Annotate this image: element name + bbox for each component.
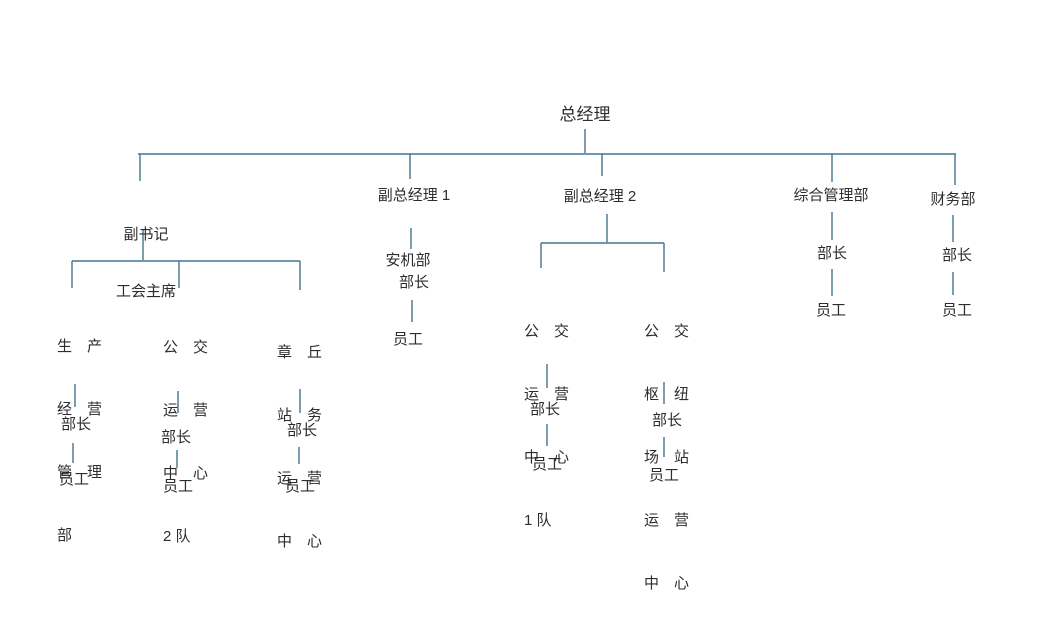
node-anji-dept-head: 部长 xyxy=(398,274,430,291)
dept-name-line: 运 营 xyxy=(277,470,323,487)
dept-name-line: 中 心 xyxy=(644,575,690,592)
node-bus-center-team1-staff: 员工 xyxy=(531,456,563,473)
dept-name-line: 公 交 xyxy=(644,323,690,340)
node-zhangqiu-station-center: 章 丘 站 务 运 营 中 心 xyxy=(277,300,322,594)
dept-name-line: 运 营 xyxy=(524,386,570,403)
dept-name-line: 中 心 xyxy=(524,449,570,466)
node-bus-hub-center-head: 部长 xyxy=(651,412,683,429)
node-bus-center-team1: 公 交 运 营 中 心 1 队 xyxy=(524,279,569,573)
dept-name-line: 2 队 xyxy=(163,528,191,545)
dept-name-line: 经 营 xyxy=(57,401,103,418)
node-anji-dept-staff: 员工 xyxy=(392,331,424,348)
node-deputy-gm-1: 副总经理 1 xyxy=(377,187,451,204)
node-bus-hub-center-staff: 员工 xyxy=(648,467,680,484)
node-bus-center-team2-head: 部长 xyxy=(160,429,192,446)
dept-name-line: 部 xyxy=(57,527,73,544)
dept-name-line: 管 理 xyxy=(57,464,103,481)
node-general-manager: 总经理 xyxy=(559,105,611,124)
node-finance-staff: 员工 xyxy=(941,302,973,319)
node-production-mgmt-staff: 员工 xyxy=(58,471,90,488)
node-general-admin-head: 部长 xyxy=(816,245,848,262)
node-general-admin-staff: 员工 xyxy=(815,302,847,319)
node-deputy-gm-2: 副总经理 2 xyxy=(563,188,637,205)
node-finance-head: 部长 xyxy=(941,247,973,264)
node-deputy-secretary-line1: 副书记 xyxy=(123,226,169,243)
node-zhangqiu-station-head: 部长 xyxy=(286,422,318,439)
dept-name-line: 运 营 xyxy=(644,512,690,529)
node-zhangqiu-station-staff: 员工 xyxy=(284,478,316,495)
dept-name-line: 运 营 xyxy=(163,402,209,419)
dept-name-line: 场 站 xyxy=(644,449,690,466)
dept-name-line: 生 产 xyxy=(57,338,103,355)
node-production-mgmt-dept: 生 产 经 营 管 理 部 xyxy=(57,294,102,588)
node-deputy-secretary-line2: 工会主席 xyxy=(115,283,177,300)
dept-name-line: 1 队 xyxy=(524,512,552,529)
node-bus-center-team1-head: 部长 xyxy=(529,401,561,418)
dept-name-line: 中 心 xyxy=(277,533,323,550)
org-chart: 总经理 副书记 工会主席 副总经理 1 副总经理 2 综合管理部 财务部 生 产… xyxy=(57,105,976,592)
dept-name-line: 中 心 xyxy=(163,465,209,482)
node-anji-dept: 安机部 xyxy=(385,252,431,269)
connector-group xyxy=(71,129,956,468)
node-deputy-secretary: 副书记 工会主席 xyxy=(116,187,176,339)
dept-name-line: 枢 纽 xyxy=(644,386,690,403)
dept-name-line: 章 丘 xyxy=(277,344,323,361)
dept-name-line: 站 务 xyxy=(277,407,323,424)
connector-lines xyxy=(71,129,956,468)
dept-name-line: 公 交 xyxy=(524,323,570,340)
node-bus-center-team2: 公 交 运 营 中 心 2 队 xyxy=(163,295,208,589)
dept-name-line: 公 交 xyxy=(163,339,209,356)
node-production-mgmt-head: 部长 xyxy=(60,416,92,433)
node-general-admin-dept: 综合管理部 xyxy=(793,187,869,204)
node-bus-hub-center: 公 交 枢 纽 场 站 运 营 中 心 xyxy=(644,279,689,636)
node-bus-center-team2-staff: 员工 xyxy=(162,478,194,495)
node-finance-dept: 财务部 xyxy=(930,191,976,208)
